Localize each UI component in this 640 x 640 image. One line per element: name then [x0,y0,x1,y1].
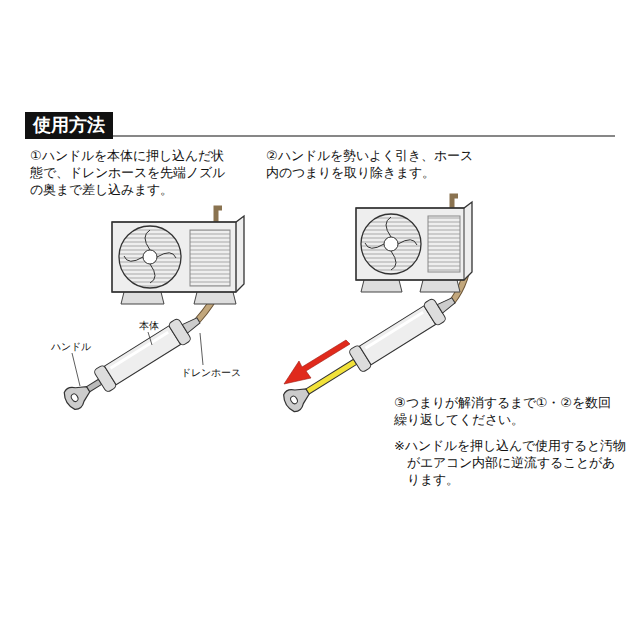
part-label: 本体 [138,320,160,331]
pull-arrow [284,340,350,384]
step-text: ③つまりが解消するまで①・②を数回繰り返してください。 [394,394,614,428]
header-rule [25,135,615,136]
step-text: ②ハンドルを勢いよく引き、ホース内のつまりを取り除きます。 [266,147,480,181]
part-label: ドレンホース [180,367,242,378]
note-text: ※ハンドルを押し込んで使用すると汚物がエアコン内部に逆流することがあります。 [394,437,627,488]
scene-one [60,208,244,414]
part-label: ハンドル [50,341,92,352]
section-title: 使用方法 [25,112,113,139]
step-text: ①ハンドルを本体に押し込んだ状態で、ドレンホースを先端ノズルの奥まで差し込みます… [30,147,230,198]
scene-two [280,196,472,416]
